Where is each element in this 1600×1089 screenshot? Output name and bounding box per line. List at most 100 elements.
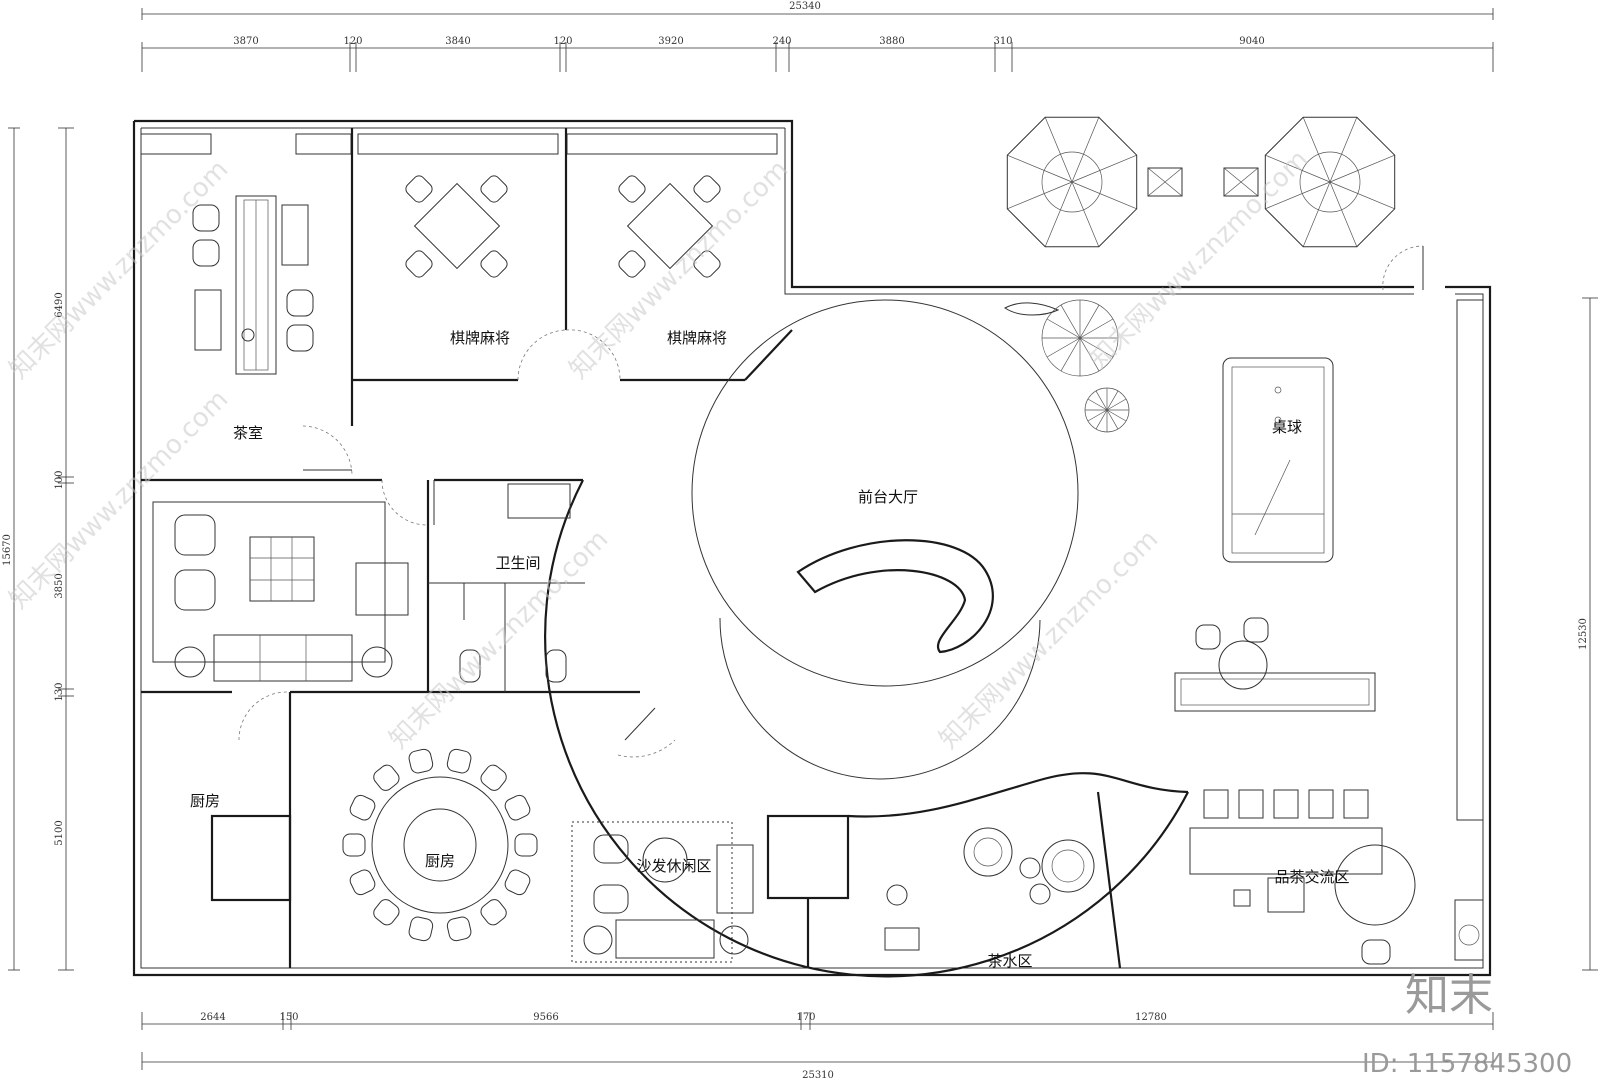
dim-bottom-5: 12780 <box>1135 1012 1167 1023</box>
umbrella-rib <box>1329 181 1395 210</box>
umbrella-rib <box>1329 181 1358 247</box>
dim-bottom-1: 2644 <box>200 1012 225 1023</box>
fan-umbrella <box>1084 387 1130 433</box>
watermark-id: ID: 1157845300 <box>1362 1049 1572 1079</box>
umbrella-rib <box>1007 181 1073 210</box>
dim-top-8: 310 <box>993 36 1012 47</box>
fan-umbrella-rib <box>1106 409 1127 422</box>
billiards-furniture <box>1222 357 1334 563</box>
fan-umbrella-rib <box>1095 390 1108 411</box>
umbrella-rib <box>1265 154 1331 183</box>
umbrella-rib <box>1265 181 1331 210</box>
interior-walls <box>141 128 850 968</box>
fan-umbrella-rib <box>1079 318 1114 339</box>
chess-room-2-furniture <box>618 175 721 278</box>
dim-top-3: 3840 <box>445 36 470 47</box>
dim-top-1: 3870 <box>233 36 258 47</box>
dining-chair <box>504 794 531 821</box>
outdoor-umbrella <box>1006 116 1138 248</box>
dining-chair <box>349 869 376 896</box>
dining-chair <box>446 748 472 774</box>
dining-chair <box>373 899 400 926</box>
fan-umbrella-rib <box>1079 304 1100 339</box>
dim-top-5: 3920 <box>658 36 683 47</box>
dining-chair <box>480 899 507 926</box>
fan-umbrella-rib <box>1106 398 1127 411</box>
fan-umbrella <box>1041 299 1119 377</box>
dim-bottom-4: 170 <box>796 1012 815 1023</box>
label-reception-hall: 前台大厅 <box>858 488 918 506</box>
umbrella-rib <box>1071 181 1100 247</box>
lounge-furniture <box>174 514 409 682</box>
dining-chair <box>373 764 400 791</box>
dim-top-9: 9040 <box>1239 36 1264 47</box>
chess-room-1-furniture <box>405 175 508 278</box>
dining-chair <box>480 764 507 791</box>
umbrella-rib <box>1044 117 1073 183</box>
tea-room-furniture <box>192 195 314 375</box>
bar-counter <box>1174 617 1376 712</box>
dim-bottom-total: 25310 <box>802 1070 834 1081</box>
fan-umbrella-rib <box>1095 409 1108 430</box>
label-dining-table: 厨房 <box>425 852 455 870</box>
restroom-fixtures <box>459 483 571 683</box>
fan-umbrella-rib <box>1079 337 1114 358</box>
dim-left-5: 5100 <box>54 820 65 845</box>
umbrella-table <box>1041 151 1103 213</box>
fan-umbrella-rib <box>1106 409 1119 430</box>
label-billiards: 桌球 <box>1272 418 1302 436</box>
dim-left-2: 100 <box>54 470 65 489</box>
dim-top-2: 120 <box>343 36 362 47</box>
left-dimensions: 6490 100 3850 130 5100 15670 <box>2 127 74 971</box>
watermark-text-2: 知末网www.znzmo.com <box>4 384 235 615</box>
dim-bottom-3: 9566 <box>533 1012 558 1023</box>
fan-umbrella-rib <box>1046 337 1081 358</box>
right-dimensions: 12530 <box>1578 297 1598 971</box>
sofa-area-furniture <box>571 821 754 963</box>
dining-chair <box>514 833 538 857</box>
dim-bottom-2: 150 <box>279 1012 298 1023</box>
dim-top-4: 120 <box>553 36 572 47</box>
umbrella-rib <box>1071 154 1137 183</box>
umbrella-rib <box>1329 117 1358 183</box>
dim-left-1: 6490 <box>54 292 65 317</box>
dim-top-6: 240 <box>772 36 791 47</box>
dim-left-3: 3850 <box>54 573 65 598</box>
watermark-text-6: 知末网www.znzmo.com <box>1084 144 1315 375</box>
label-tea-tasting: 品茶交流区 <box>1274 868 1349 886</box>
fan-umbrella-rib <box>1079 337 1100 372</box>
fan-umbrella-rib <box>1087 409 1108 422</box>
dining-chair <box>408 748 434 774</box>
umbrella-rib <box>1071 181 1137 210</box>
outdoor-umbrellas <box>1004 116 1396 433</box>
watermark-brand: 知末 <box>1405 970 1493 1021</box>
dining-chair <box>349 794 376 821</box>
fan-umbrella-rib <box>1087 398 1108 411</box>
dim-left-total: 15670 <box>2 534 13 566</box>
umbrella-rib <box>1007 154 1073 183</box>
kitchen-furniture <box>210 748 538 942</box>
room-labels: 茶室 棋牌麻将 棋牌麻将 前台大厅 桌球 卫生间 厨房 厨房 沙发休闲区 品茶交… <box>190 329 1350 970</box>
outdoor-umbrella <box>1264 116 1396 248</box>
umbrella-rib <box>1071 117 1100 183</box>
dim-top-total: 25340 <box>789 1 821 12</box>
dim-top-7: 3880 <box>879 36 904 47</box>
dining-chair <box>342 833 366 857</box>
dining-chair <box>446 916 472 942</box>
label-chess-room-2: 棋牌麻将 <box>667 329 727 347</box>
umbrella-rib <box>1302 181 1331 247</box>
dim-left-4: 130 <box>54 682 65 701</box>
fan-umbrella-rib <box>1046 318 1081 339</box>
umbrella-rib <box>1302 117 1331 183</box>
tea-water-furniture <box>884 827 1095 951</box>
top-dimensions: 25340 3870 120 3840 120 3920 240 3880 31… <box>141 1 1494 72</box>
watermarks: 知末网www.znzmo.com 知末网www.znzmo.com 知末网www… <box>4 144 1572 1079</box>
label-chess-room-1: 棋牌麻将 <box>450 329 510 347</box>
fan-umbrella-rib <box>1060 337 1081 372</box>
dim-right-total: 12530 <box>1578 618 1589 650</box>
umbrella-table <box>1299 151 1361 213</box>
label-sofa-lounge: 沙发休闲区 <box>636 857 711 875</box>
fan-umbrella-rib <box>1060 304 1081 339</box>
label-tea-water: 茶水区 <box>987 952 1032 970</box>
